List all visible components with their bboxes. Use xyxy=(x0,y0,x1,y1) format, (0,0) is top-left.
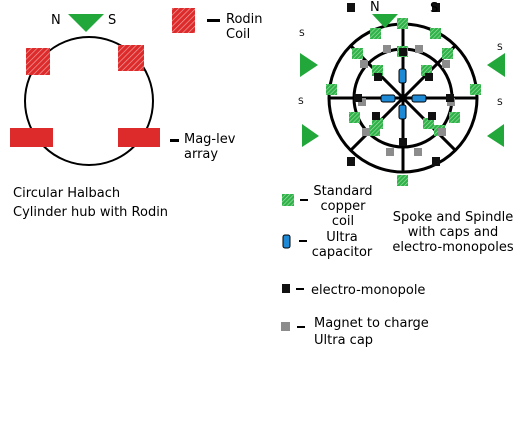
green-triangle-icon xyxy=(487,53,505,77)
copper-coil xyxy=(421,65,432,76)
left-pole-s: S xyxy=(108,13,117,28)
copper-coil xyxy=(352,48,363,59)
legend-copper-dash xyxy=(300,199,308,201)
maglev-label: Mag-lev array xyxy=(184,132,236,162)
side-s-label-right-lower: S xyxy=(497,98,503,108)
green-triangle-icon xyxy=(302,124,319,147)
copper-coil xyxy=(430,28,441,39)
rodin-coil-top-left xyxy=(26,48,50,75)
magnet-block xyxy=(386,148,394,156)
ultra-capacitor xyxy=(398,104,407,120)
legend-copper-coil-swatch xyxy=(282,194,294,206)
copper-coil xyxy=(449,112,460,123)
copper-coil xyxy=(442,48,453,59)
electro-monopole xyxy=(372,112,380,120)
green-triangle-icon xyxy=(300,53,318,77)
magnet-block xyxy=(442,60,450,68)
copper-coil xyxy=(470,84,481,95)
halbach-ring xyxy=(24,36,154,166)
magnet-block xyxy=(362,128,370,136)
halbach-caption: Circular Halbach Cylinder hub with Rodin xyxy=(13,186,169,220)
left-pole-n: N xyxy=(51,13,61,28)
monopole-marker xyxy=(432,3,440,12)
maglev-block-right xyxy=(118,128,160,147)
ultra-capacitor xyxy=(411,94,427,103)
legend-ultracap-swatch xyxy=(282,234,291,249)
legend-monopole-swatch xyxy=(282,284,290,293)
monopole-marker xyxy=(347,3,355,12)
side-s-label-left-upper: S xyxy=(299,29,305,39)
side-s-label-left-lower: S xyxy=(298,97,304,107)
copper-coil xyxy=(369,125,380,136)
green-triangle-icon xyxy=(68,14,104,32)
electro-monopole xyxy=(425,73,433,81)
right-pole-n: N xyxy=(370,0,380,15)
ultra-capacitor xyxy=(380,94,396,103)
green-triangle-icon xyxy=(372,14,398,28)
legend-monopole-dash xyxy=(296,288,304,290)
electro-monopole xyxy=(374,73,382,81)
monopole-marker xyxy=(347,157,355,166)
electro-monopole xyxy=(399,138,407,146)
electro-monopole xyxy=(354,94,362,102)
electro-monopole xyxy=(446,94,454,102)
monopole-marker xyxy=(432,157,440,166)
legend-ultracap-dash xyxy=(299,240,307,242)
ultra-capacitor xyxy=(398,68,407,84)
rodin-coil-legend-swatch xyxy=(172,8,195,33)
rodin-coil-top-right xyxy=(118,45,144,71)
electro-monopole xyxy=(399,48,407,56)
right-legend xyxy=(281,194,308,331)
copper-coil xyxy=(397,18,408,29)
monopole-label: electro-monopole xyxy=(311,283,426,298)
magnet-label: Magnet to charge Ultra cap xyxy=(314,316,429,348)
legend-magnet-dash xyxy=(297,326,305,328)
copper-coil xyxy=(397,175,408,186)
hub-center xyxy=(399,94,407,102)
side-s-label-right-upper: S xyxy=(497,43,503,53)
magnet-block xyxy=(414,148,422,156)
rodin-coil-label: Rodin Coil xyxy=(226,12,263,42)
right-pole-s: S xyxy=(430,1,439,16)
copper-coil xyxy=(423,118,434,129)
copper-coil xyxy=(372,65,383,76)
magnet-block xyxy=(415,45,423,53)
ultracap-label: Ultra capacitor xyxy=(311,230,373,260)
copper-coil xyxy=(370,28,381,39)
electro-monopole xyxy=(428,112,436,120)
spoke-spindle-wheel xyxy=(300,3,505,186)
wheel-parts xyxy=(300,3,505,186)
rodin-legend-dash xyxy=(207,19,220,22)
spoke-spindle-caption: Spoke and Spindle with caps and electro-… xyxy=(392,210,514,255)
magnet-block xyxy=(360,60,368,68)
green-triangle-icon xyxy=(487,124,504,147)
copper-coil xyxy=(349,112,360,123)
copper-coil-label: Standard copper coil xyxy=(313,184,373,229)
halbach-hub xyxy=(10,14,160,166)
legend-magnet-swatch xyxy=(281,322,290,331)
rodin-legend xyxy=(170,8,220,142)
magnet-block xyxy=(438,128,446,136)
copper-coil xyxy=(326,84,337,95)
magnet-block xyxy=(383,45,391,53)
copper-coil xyxy=(372,118,383,129)
maglev-block-left xyxy=(10,128,53,147)
maglev-legend-dash xyxy=(170,139,179,142)
